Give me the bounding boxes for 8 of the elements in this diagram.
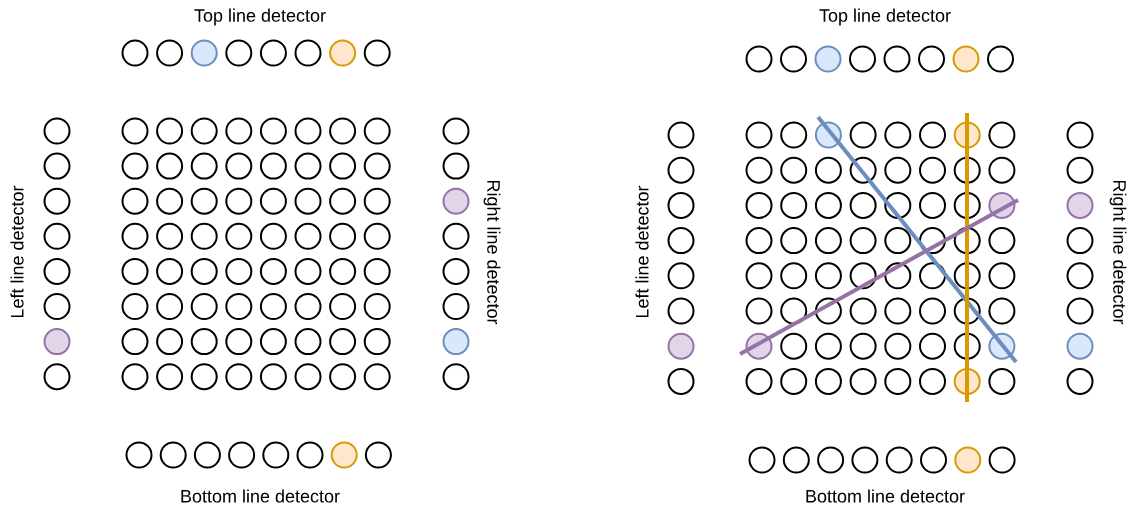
detector-label: Left line detector — [10, 185, 24, 318]
detector-label: Bottom line detector — [181, 489, 340, 503]
detector-label: Top line detector — [819, 8, 951, 26]
detector-label: Bottom line detector — [806, 489, 965, 503]
detector-label: Top line detector — [194, 8, 326, 26]
detector-label: Left line detector — [635, 185, 649, 318]
detector-label: Right line detector — [1109, 180, 1127, 325]
detector-label: Right line detector — [483, 180, 501, 325]
